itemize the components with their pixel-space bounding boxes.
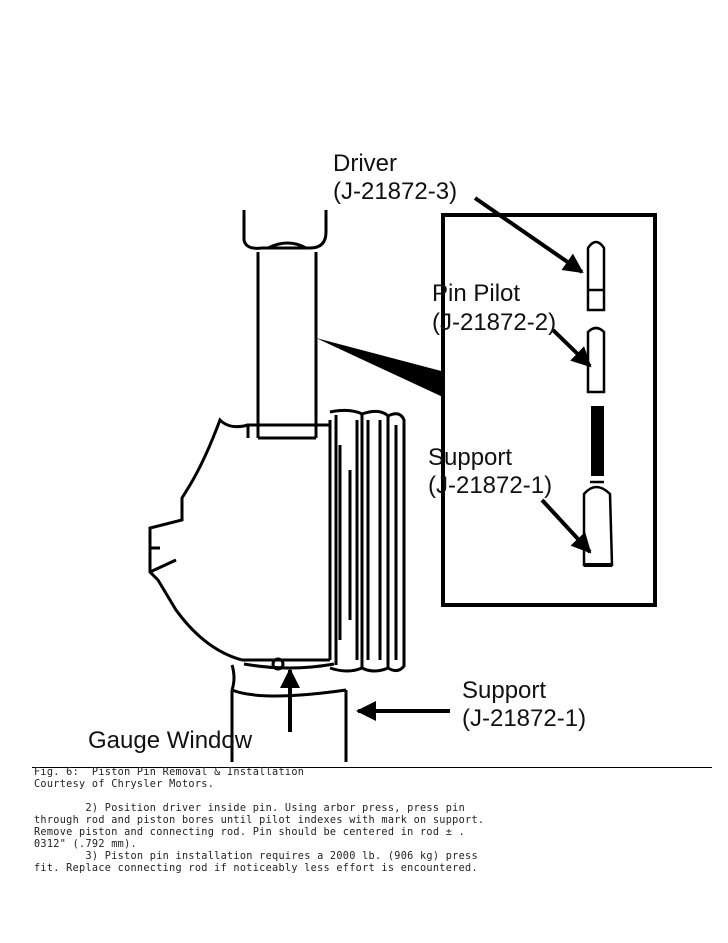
caption-rule xyxy=(32,767,712,768)
step-2-line-4: 0312" (.792 mm). xyxy=(34,839,137,850)
inset-box xyxy=(441,213,657,607)
figure-credit: Courtesy of Chrysler Motors. xyxy=(34,779,215,790)
step-3-line-2: fit. Replace connecting rod if noticeabl… xyxy=(34,863,478,874)
driver-part-number: (J-21872-3) xyxy=(333,178,458,205)
support-part-number: (J-21872-1) xyxy=(462,705,587,732)
callout-arrows xyxy=(280,196,592,732)
step-2-line-2: through rod and piston bores until pilot… xyxy=(34,815,485,826)
step-3-line-1: 3) Piston pin installation requires a 20… xyxy=(34,851,478,862)
driver-label: Driver xyxy=(333,150,397,177)
inset-support-label: Support xyxy=(428,444,513,471)
inset-pilot-part xyxy=(586,326,606,394)
step-2-line-3: Remove piston and connecting rod. Pin sh… xyxy=(34,827,466,838)
piston-pin-figure: Driver (J-21872-3) Pin Pilot (J-21872-2)… xyxy=(88,150,657,762)
gauge-window-label: Gauge Window xyxy=(88,727,253,754)
figure-caption: Fig. 6: Piston Pin Removal & Installatio… xyxy=(34,767,305,778)
pin-pilot-label: Pin Pilot xyxy=(432,280,521,307)
inset-driver-part xyxy=(586,240,606,312)
piston-assembly xyxy=(148,408,406,673)
piston-pin-diagram xyxy=(148,196,657,762)
pin-pilot-part-number: (J-21872-2) xyxy=(432,309,557,336)
support-label: Support xyxy=(462,677,547,704)
inset-support-part-number: (J-21872-1) xyxy=(428,472,553,499)
inset-pointer xyxy=(316,338,445,398)
step-2-line-1: 2) Position driver inside pin. Using arb… xyxy=(34,803,466,814)
inset-support-part xyxy=(582,480,614,567)
inset-pin xyxy=(591,406,604,476)
press-ram xyxy=(242,210,328,440)
